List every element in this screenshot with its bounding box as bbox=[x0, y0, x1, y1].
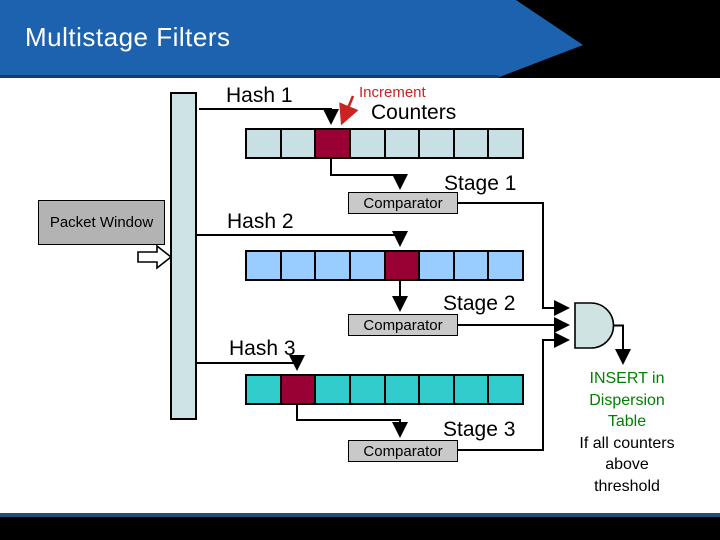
insert-note: INSERT in Dispersion Table If all counte… bbox=[548, 368, 706, 497]
counter-cell bbox=[385, 376, 421, 403]
counter-cell bbox=[247, 376, 282, 403]
counter-cell bbox=[316, 252, 351, 279]
connector-andgate-output bbox=[613, 324, 631, 365]
counter-cell bbox=[489, 376, 522, 403]
counter-cell bbox=[350, 252, 386, 279]
counter-cell bbox=[454, 130, 490, 157]
increment-arrow-icon bbox=[339, 95, 359, 126]
comparator-box-stage1: Comparator bbox=[348, 192, 458, 214]
counter-array-stage1 bbox=[245, 128, 524, 159]
counter-cell bbox=[454, 252, 490, 279]
stage1-label: Stage 1 bbox=[444, 172, 517, 195]
packet-window-text: Packet Window bbox=[49, 214, 154, 231]
counters-label: Counters bbox=[371, 101, 457, 124]
counter-cell bbox=[247, 252, 282, 279]
stage2-label: Stage 2 bbox=[443, 292, 516, 315]
packet-window-label: Packet Window bbox=[38, 200, 165, 245]
counter-cell bbox=[489, 252, 522, 279]
counter-cell bbox=[489, 130, 522, 157]
counter-cell bbox=[350, 130, 386, 157]
note-line-green: Table bbox=[607, 413, 647, 430]
connector-row1-comp1 bbox=[330, 158, 408, 190]
counter-cell bbox=[281, 252, 317, 279]
counter-cell bbox=[420, 130, 455, 157]
counter-cell bbox=[420, 376, 455, 403]
counter-cell bbox=[385, 130, 421, 157]
header-arrow-shape bbox=[0, 0, 583, 78]
hash1-label: Hash 1 bbox=[226, 84, 293, 107]
counter-cell-hit bbox=[281, 376, 317, 403]
counter-cell bbox=[281, 130, 317, 157]
and-gate-icon bbox=[574, 302, 615, 349]
counter-cell bbox=[420, 252, 455, 279]
footer-bar bbox=[0, 517, 720, 540]
counter-cell bbox=[350, 376, 386, 403]
note-line-black: threshold bbox=[594, 477, 660, 495]
header-banner bbox=[0, 0, 720, 78]
connector-hash2 bbox=[197, 231, 408, 247]
footer-accent-line bbox=[0, 513, 720, 517]
connector-hash3 bbox=[197, 355, 305, 371]
note-line-black: If all counters bbox=[579, 434, 675, 452]
increment-label: Increment bbox=[359, 84, 426, 101]
counter-cell bbox=[454, 376, 490, 403]
counter-cell-hit bbox=[385, 252, 421, 279]
counter-array-stage3 bbox=[245, 374, 524, 405]
connector-hash1 bbox=[199, 108, 339, 125]
counter-array-stage2 bbox=[245, 250, 524, 281]
comparator-box-stage2: Comparator bbox=[348, 314, 458, 336]
counter-cell bbox=[247, 130, 282, 157]
hash3-label: Hash 3 bbox=[229, 337, 296, 360]
page-title: Multistage Filters bbox=[25, 22, 231, 52]
counter-cell bbox=[316, 376, 351, 403]
note-line-green: INSERT in bbox=[589, 370, 665, 387]
comparator-box-stage3: Comparator bbox=[348, 440, 458, 462]
flow-arrow-icon bbox=[137, 244, 173, 270]
packet-window-bar bbox=[170, 92, 197, 420]
connector-row3-comp3 bbox=[296, 405, 408, 438]
hash2-label: Hash 2 bbox=[227, 210, 294, 233]
note-line-green: Dispersion bbox=[589, 391, 665, 409]
header-blue-arrow bbox=[0, 0, 583, 78]
note-line-black: above bbox=[605, 456, 649, 473]
counter-cell-hit bbox=[316, 130, 351, 157]
stage3-label: Stage 3 bbox=[443, 418, 516, 441]
